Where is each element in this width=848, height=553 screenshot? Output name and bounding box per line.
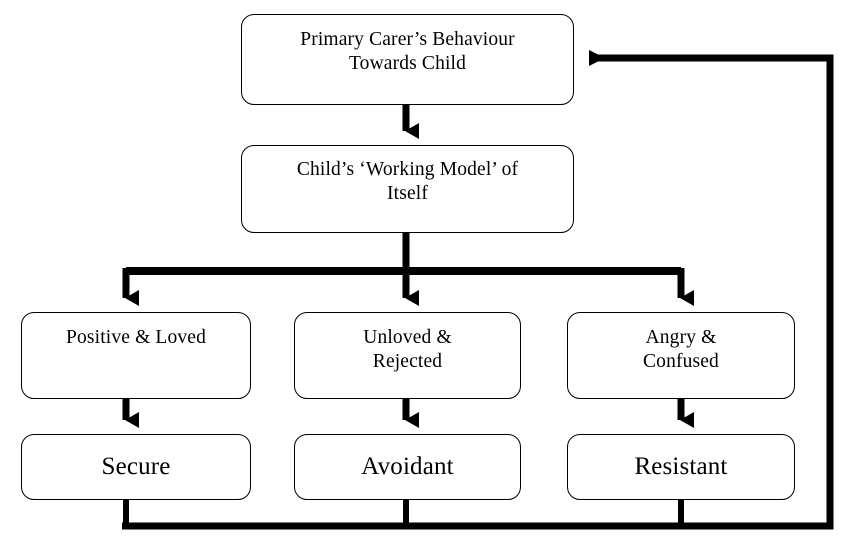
node-working-model-label: Child’s ‘Working Model’ of Itself — [296, 159, 519, 204]
node-secure: Secure — [21, 434, 251, 500]
node-angry-confused: Angry & Confused — [567, 312, 795, 399]
node-resistant: Resistant — [567, 434, 795, 500]
node-primary-carer: Primary Carer’s Behaviour Towards Child — [241, 14, 574, 105]
node-angry-confused-label: Angry & Confused — [643, 327, 719, 372]
connector-feedback-loop — [122, 50, 834, 530]
node-secure-label: Secure — [101, 452, 171, 480]
node-positive-loved: Positive & Loved — [21, 312, 251, 399]
connector-model-to-branch-bar — [126, 233, 681, 275]
node-avoidant-label: Avoidant — [361, 452, 454, 480]
node-avoidant: Avoidant — [294, 434, 521, 500]
node-primary-carer-label: Primary Carer’s Behaviour Towards Child — [300, 29, 515, 74]
node-unloved-rejected: Unloved & Rejected — [294, 312, 521, 399]
node-positive-loved-label: Positive & Loved — [66, 327, 206, 348]
node-resistant-label: Resistant — [634, 452, 728, 480]
node-working-model: Child’s ‘Working Model’ of Itself — [241, 145, 574, 233]
node-unloved-rejected-label: Unloved & Rejected — [363, 327, 452, 372]
